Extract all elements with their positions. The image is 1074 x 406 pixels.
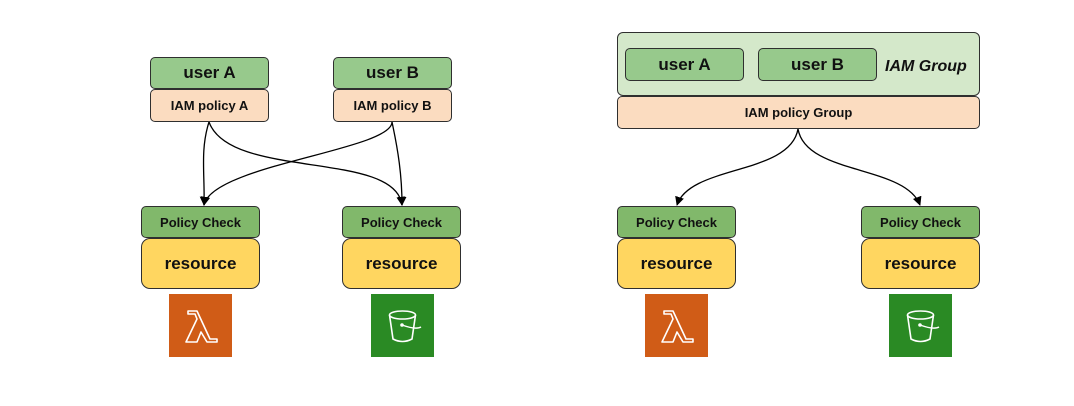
arrow-policy-a-to-check-2 bbox=[208, 121, 406, 206]
user-a-label: user A bbox=[183, 63, 236, 82]
user-b-box: user B bbox=[758, 48, 877, 81]
policy-check-label: Policy Check bbox=[880, 214, 961, 230]
resource-box: resource bbox=[617, 238, 736, 289]
resource-label: resource bbox=[164, 253, 237, 273]
iam-group-container: user A user B IAM Group bbox=[617, 32, 980, 96]
policy-check-label: Policy Check bbox=[160, 214, 241, 230]
iam-policy-group-box: IAM policy Group bbox=[617, 96, 980, 129]
resource-box: resource bbox=[861, 238, 980, 289]
s3-bucket-icon bbox=[889, 294, 952, 357]
iam-policy-a-box: IAM policy A bbox=[150, 89, 269, 122]
resource-label: resource bbox=[640, 253, 713, 273]
arrow-policy-b-to-check-2 bbox=[391, 121, 407, 206]
iam-policy-b-box: IAM policy B bbox=[333, 89, 452, 122]
arrow-policy-group-to-check-2 bbox=[797, 128, 922, 206]
policy-check-label: Policy Check bbox=[361, 214, 442, 230]
policy-check-label: Policy Check bbox=[636, 214, 717, 230]
iam-group-label: IAM Group bbox=[885, 58, 967, 75]
lambda-icon bbox=[645, 294, 708, 357]
iam-policy-group-label: IAM policy Group bbox=[744, 105, 853, 120]
arrow-policy-b-to-check-1 bbox=[201, 121, 393, 206]
resource-box: resource bbox=[141, 238, 260, 289]
resource-box: resource bbox=[342, 238, 461, 289]
s3-bucket-icon bbox=[371, 294, 434, 357]
arrow-policy-a-to-check-1 bbox=[199, 121, 210, 206]
resource-label: resource bbox=[884, 253, 957, 273]
user-b-box: user B bbox=[333, 57, 452, 89]
iam-policy-a-label: IAM policy A bbox=[170, 98, 249, 113]
arrow-policy-group-to-check-1 bbox=[675, 128, 799, 206]
policy-check-box: Policy Check bbox=[861, 206, 980, 238]
user-b-label: user B bbox=[791, 54, 844, 74]
user-a-box: user A bbox=[625, 48, 744, 81]
user-b-label: user B bbox=[366, 63, 419, 82]
policy-check-box: Policy Check bbox=[141, 206, 260, 238]
policy-check-box: Policy Check bbox=[342, 206, 461, 238]
user-a-label: user A bbox=[658, 54, 711, 74]
lambda-icon bbox=[169, 294, 232, 357]
resource-label: resource bbox=[365, 253, 438, 273]
user-a-box: user A bbox=[150, 57, 269, 89]
policy-check-box: Policy Check bbox=[617, 206, 736, 238]
iam-policy-b-label: IAM policy B bbox=[353, 98, 432, 113]
